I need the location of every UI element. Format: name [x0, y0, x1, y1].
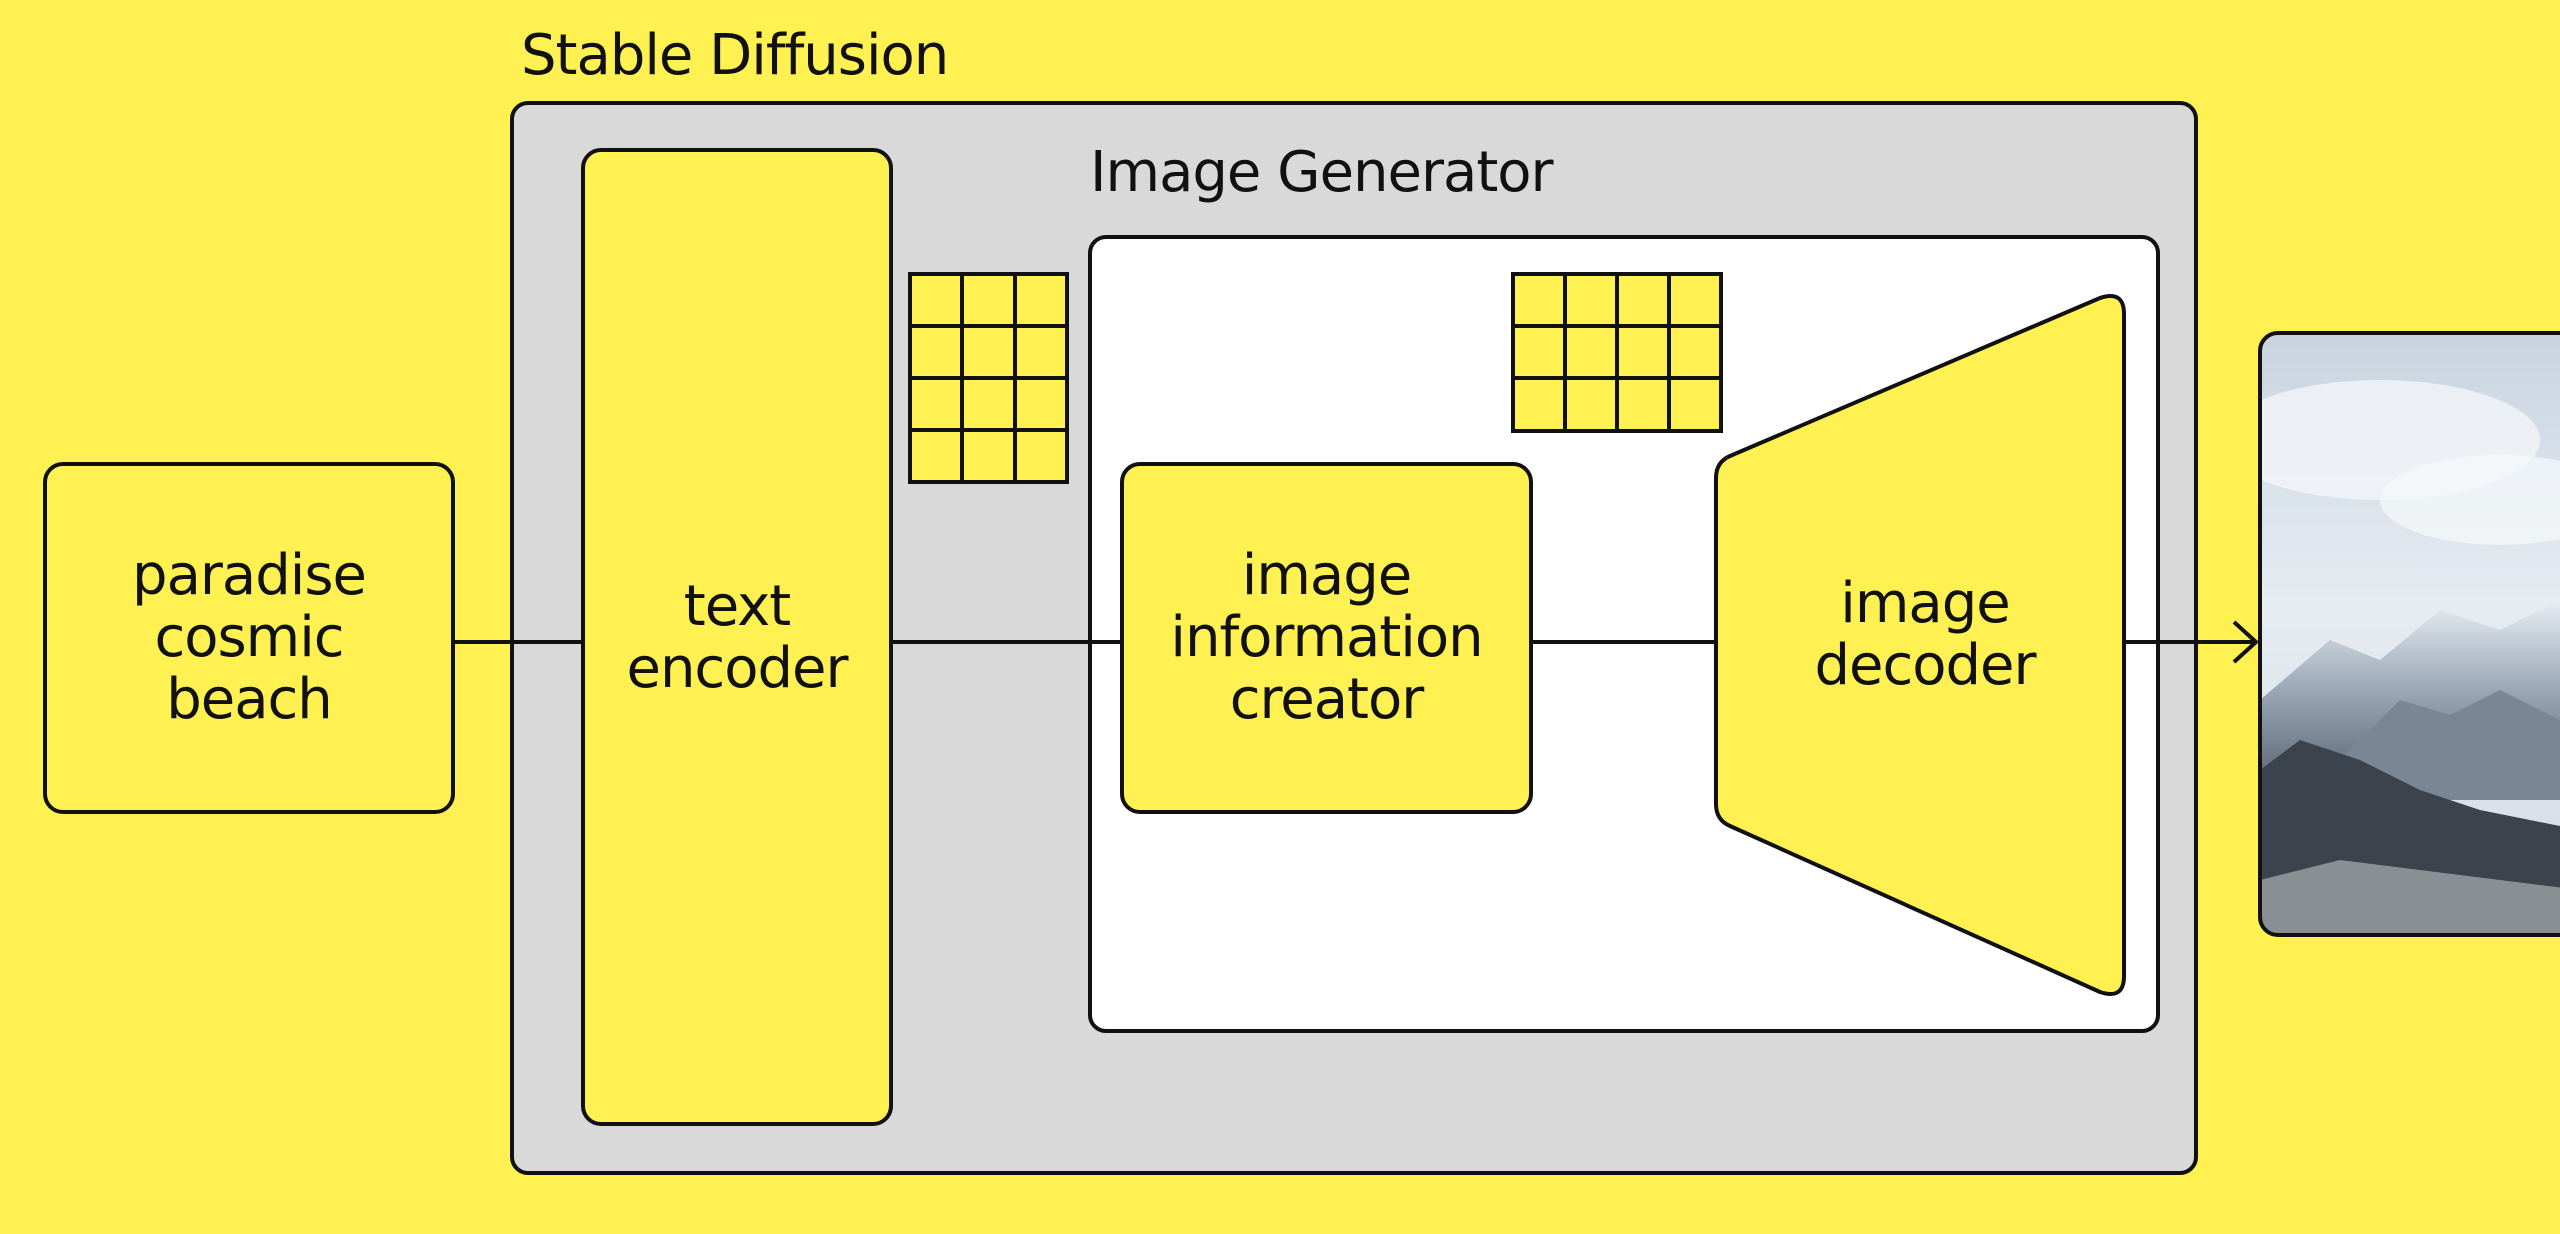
prompt-block — [43, 462, 455, 814]
image-decoder-label: image decoder — [1814, 571, 2036, 698]
image-information-creator-block — [1120, 462, 1533, 814]
stable-diffusion-title: Stable Diffusion — [521, 23, 949, 88]
info-creator-label-container: image information creator — [1122, 464, 1531, 812]
text-encoder-label: text encoder — [626, 574, 848, 701]
image-decoder-block — [1714, 294, 2126, 996]
text-embeddings-grid-icon — [908, 272, 1069, 484]
info-creator-label: image information creator — [1170, 543, 1483, 732]
latent-grid-icon — [1511, 272, 1723, 433]
prompt-text: paradise cosmic beach — [132, 543, 367, 732]
output-photo-frame — [2258, 331, 2560, 937]
image-generator-title: Image Generator — [1090, 140, 1554, 205]
prompt-text-container: paradise cosmic beach — [45, 464, 453, 812]
text-encoder-label-container: text encoder — [583, 464, 891, 812]
output-mountain-photo — [2260, 333, 2560, 935]
arrow-head-icon — [2232, 620, 2258, 664]
text-encoder-block — [581, 148, 893, 1126]
image-decoder-label-container: image decoder — [1760, 520, 2090, 750]
